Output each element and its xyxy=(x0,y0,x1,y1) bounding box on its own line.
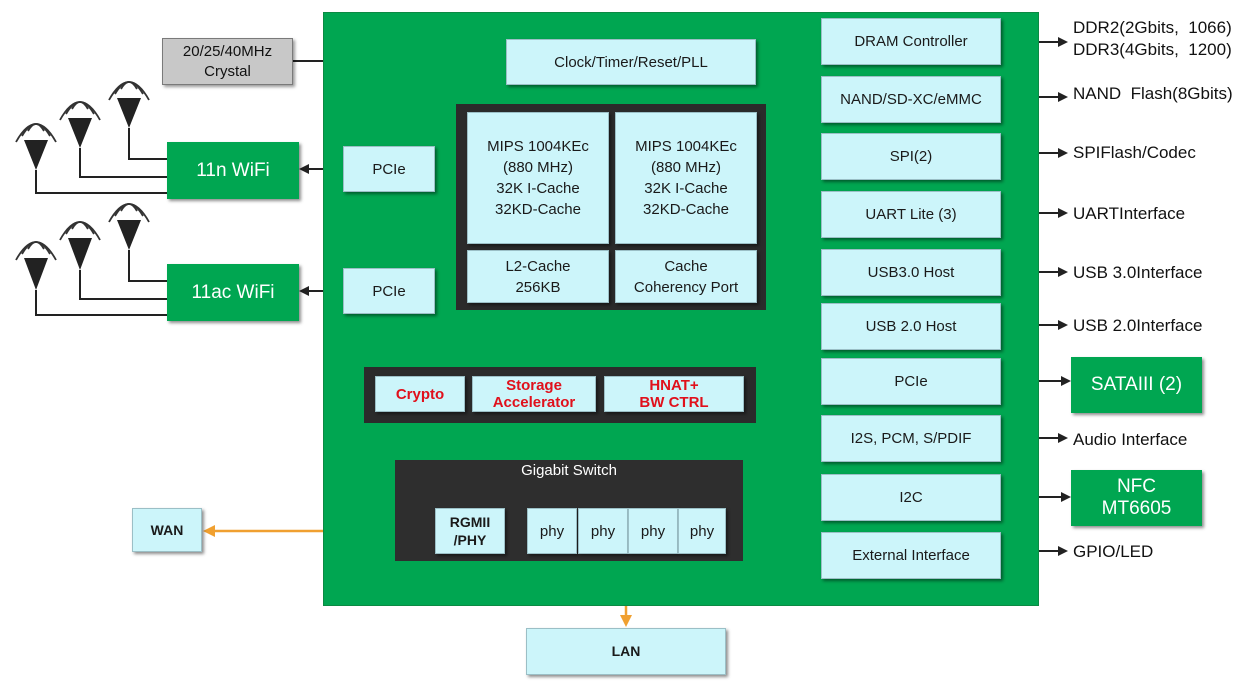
lan-box: LAN xyxy=(526,628,726,675)
output-dram: DDR2(2Gbits, 1066) DDR3(4Gbits, 1200) xyxy=(1073,18,1232,59)
usb2-host: USB 2.0 Host xyxy=(821,303,1001,350)
antenna-11ac-1 xyxy=(15,241,57,290)
antenna-11n-1 xyxy=(15,123,57,170)
antenna-11ac-1-wire xyxy=(35,290,167,316)
nand-sd-emmc: NAND/SD-XC/eMMC xyxy=(821,76,1001,123)
output-audio: Audio Interface xyxy=(1073,430,1188,449)
antenna-11n-2-wire xyxy=(79,148,167,178)
wan-box: WAN xyxy=(132,508,202,552)
antenna-11ac-2 xyxy=(59,221,101,270)
spi-controller: SPI(2) xyxy=(821,133,1001,180)
antenna-11ac-3-wire xyxy=(128,250,167,282)
wifi-11n-box: 11n WiFi xyxy=(167,142,299,199)
phy-port-2: phy xyxy=(578,508,628,554)
antenna-11n-2 xyxy=(59,101,101,148)
cpu-core-1: MIPS 1004KEc (880 MHz) 32K I-Cache 32KD-… xyxy=(467,112,609,244)
i2s-pcm-spdif: I2S, PCM, S/PDIF xyxy=(821,415,1001,462)
storage-accelerator-box: Storage Accelerator xyxy=(472,376,596,412)
hnat-bw-ctrl-box: HNAT+ BW CTRL xyxy=(604,376,744,412)
external-interface: External Interface xyxy=(821,532,1001,579)
cache-coherency-port: Cache Coherency Port xyxy=(615,250,757,303)
pcie-left-2: PCIe xyxy=(343,268,435,314)
gigabit-switch-title: Gigabit Switch xyxy=(521,462,617,479)
output-sata: SATAIII (2) xyxy=(1071,357,1202,413)
rgmii-phy-box: RGMII /PHY xyxy=(435,508,505,554)
crypto-box: Crypto xyxy=(375,376,465,412)
antenna-11n-1-wire xyxy=(35,170,167,194)
l2-cache: L2-Cache 256KB xyxy=(467,250,609,303)
phy-port-1: phy xyxy=(527,508,577,554)
usb3-host: USB3.0 Host xyxy=(821,249,1001,296)
pcie-right: PCIe xyxy=(821,358,1001,405)
output-gpio: GPIO/LED xyxy=(1073,542,1154,561)
output-spi: SPIFlash/Codec xyxy=(1073,143,1196,162)
phy-port-3: phy xyxy=(628,508,678,554)
uart-lite: UART Lite (3) xyxy=(821,191,1001,238)
dram-controller: DRAM Controller xyxy=(821,18,1001,65)
antenna-11n-3 xyxy=(108,81,150,128)
i2c-controller: I2C xyxy=(821,474,1001,521)
crystal-box: 20/25/40MHz Crystal xyxy=(162,38,293,85)
output-usb3: USB 3.0Interface xyxy=(1073,263,1203,282)
phy-port-4: phy xyxy=(678,508,726,554)
cpu-core-2: MIPS 1004KEc (880 MHz) 32K I-Cache 32KD-… xyxy=(615,112,757,244)
output-uart: UARTInterface xyxy=(1073,204,1186,223)
output-usb2: USB 2.0Interface xyxy=(1073,316,1203,335)
antenna-11n-3-wire xyxy=(128,128,167,160)
antenna-11ac-2-wire xyxy=(79,270,167,300)
wifi-11ac-box: 11ac WiFi xyxy=(167,264,299,321)
output-nfc: NFC MT6605 xyxy=(1071,470,1202,526)
output-nand: NAND Flash(8Gbits) xyxy=(1073,84,1233,103)
antenna-11ac-3 xyxy=(108,203,150,250)
pcie-left-1: PCIe xyxy=(343,146,435,192)
clock-timer-reset-pll-box: Clock/Timer/Reset/PLL xyxy=(506,39,756,85)
